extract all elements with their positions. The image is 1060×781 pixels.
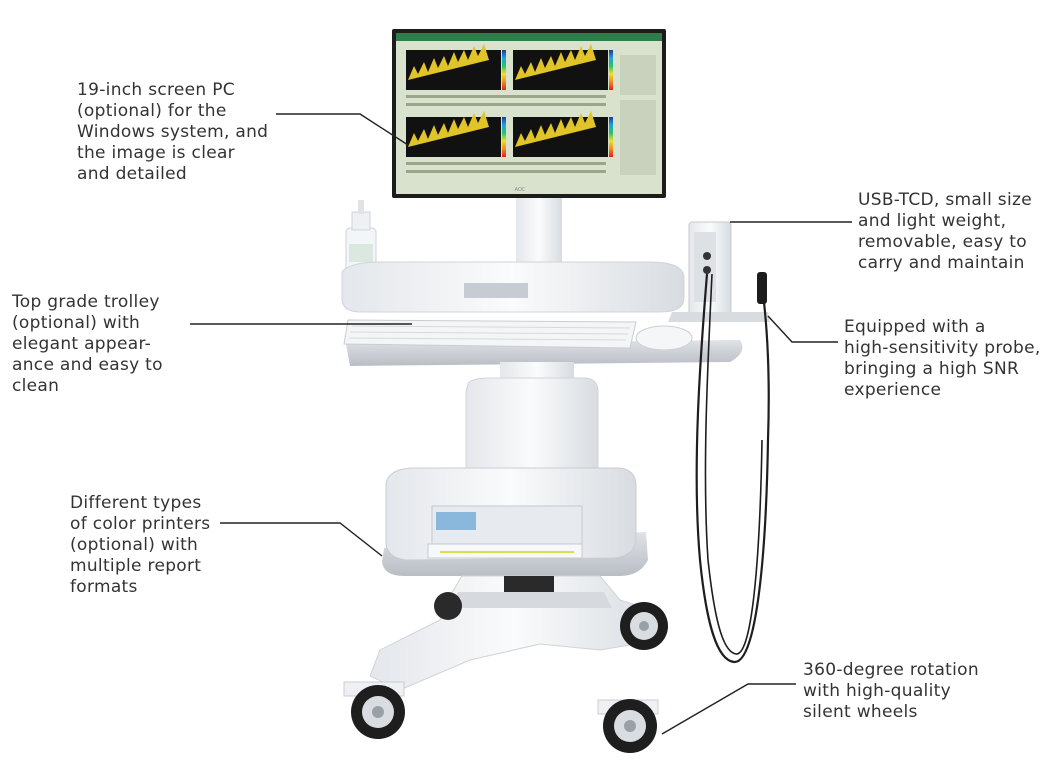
- callout-probe-line: Equipped with a: [844, 317, 986, 337]
- usb-tcd-device: [668, 221, 770, 322]
- callout-usb-tcd-line: USB-TCD, small size: [858, 190, 1032, 210]
- callout-printer-line: of color printers: [70, 514, 211, 534]
- callout-probe-line: experience: [844, 380, 942, 400]
- callout-usb-tcd-line: and light weight,: [858, 211, 1007, 231]
- monitor-stand: [516, 198, 562, 270]
- callout-printer: Different types of color printers (optio…: [70, 493, 210, 598]
- callout-usb-tcd: USB-TCD, small size and light weight, re…: [858, 190, 1032, 274]
- probe-cable: [695, 273, 770, 664]
- wheel-front-right: [597, 699, 659, 753]
- callout-printer-line: multiple report: [70, 556, 202, 576]
- desk-panel: [464, 283, 528, 298]
- callout-screen-line: and detailed: [77, 164, 188, 184]
- callout-screen-line: Windows system, and: [77, 122, 269, 142]
- callout-trolley: Top grade trolley (optional) with elegan…: [12, 292, 163, 397]
- callout-printer-line: (optional) with: [70, 535, 199, 555]
- callout-screen-line: 19-inch screen PC: [77, 80, 235, 100]
- monitor-brand-label: AOC: [515, 187, 526, 193]
- monitor: AOC: [392, 29, 666, 198]
- callout-wheels-line: silent wheels: [803, 702, 918, 722]
- callout-screen-line: the image is clear: [77, 143, 235, 163]
- trolley-base: [369, 575, 661, 691]
- callout-probe: Equipped with a high-sensitivity probe, …: [844, 317, 1041, 401]
- callout-printer-line: formats: [70, 577, 138, 597]
- trolley-column: [465, 377, 599, 471]
- wheel-front-left: [343, 681, 405, 739]
- leader-lines: [190, 113, 852, 735]
- callout-wheels-line: with high-quality: [803, 681, 951, 701]
- mouse: [635, 325, 693, 351]
- callout-trolley-line: clean: [12, 376, 60, 396]
- callout-trolley-line: Top grade trolley: [12, 292, 160, 312]
- leader-line-wheels: [661, 683, 796, 735]
- callout-trolley-line: elegant appear-: [12, 334, 152, 354]
- callout-usb-tcd-line: carry and maintain: [858, 253, 1025, 273]
- leader-line-probe: [767, 315, 838, 343]
- printer: [385, 467, 637, 561]
- keyboard: [343, 319, 637, 349]
- callout-probe-line: high-sensitivity probe,: [844, 338, 1041, 358]
- callout-wheels: 360-degree rotation with high-quality si…: [803, 660, 979, 723]
- callout-trolley-line: ance and easy to: [12, 355, 163, 375]
- leader-line-screen: [276, 113, 409, 146]
- callout-screen: 19-inch screen PC (optional) for the Win…: [77, 80, 268, 185]
- waveform-panels: [406, 44, 613, 157]
- leader-line-printer: [220, 522, 383, 557]
- callout-screen-line: (optional) for the: [77, 101, 227, 121]
- callout-trolley-line: (optional) with: [12, 313, 141, 333]
- callout-wheels-line: 360-degree rotation: [803, 660, 979, 680]
- callout-usb-tcd-line: removable, easy to: [858, 232, 1027, 252]
- callout-probe-line: bringing a high SNR: [844, 359, 1020, 379]
- wheel-back-right: [620, 602, 668, 650]
- probe: [757, 272, 767, 304]
- wheel-back-left: [434, 592, 462, 620]
- wheels: [343, 592, 668, 753]
- callout-printer-line: Different types: [70, 493, 202, 513]
